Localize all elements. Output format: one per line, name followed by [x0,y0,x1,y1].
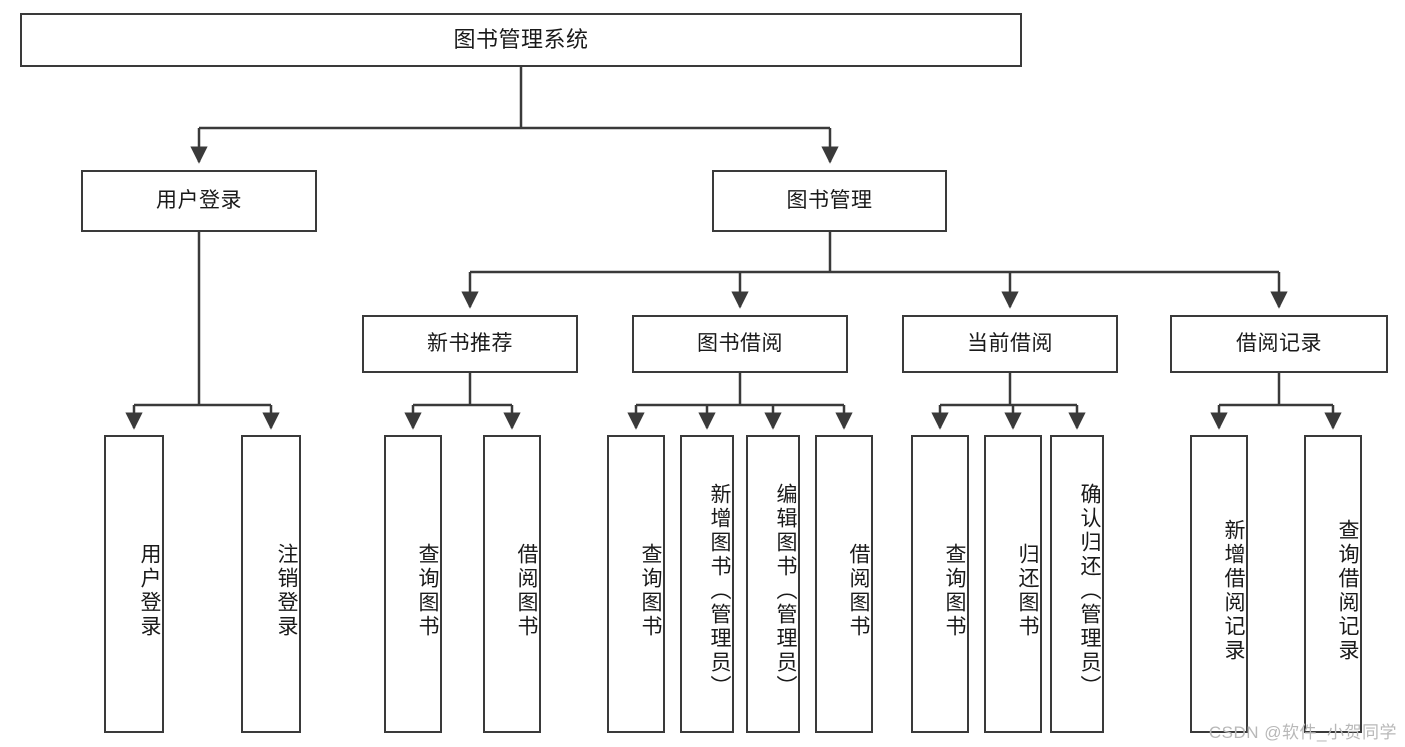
node-book-borrow-label: 图书借阅 [697,331,783,355]
leaf-add-borrow-record[interactable]: 新增借阅记录 [1190,435,1248,733]
csdn-watermark: CSDN @软件_小贺同学 [1208,723,1397,742]
leaf-query-book-current[interactable]: 查询图书 [911,435,969,733]
leaf-add-borrow-record-label: 新增借阅记录 [1222,519,1245,663]
leaf-edit-book-admin-label: 编辑图书（管理员） [774,483,797,699]
node-new-book-recommend-label: 新书推荐 [427,331,513,355]
node-borrow-record[interactable]: 借阅记录 [1170,315,1388,373]
node-book-borrow[interactable]: 图书借阅 [632,315,848,373]
leaf-add-book-admin-label: 新增图书（管理员） [708,483,731,699]
node-book-management-label: 图书管理 [786,188,873,212]
node-new-book-recommend[interactable]: 新书推荐 [362,315,578,373]
leaf-return-book-label: 归还图书 [1016,543,1039,639]
leaf-return-book[interactable]: 归还图书 [984,435,1042,733]
node-borrow-record-label: 借阅记录 [1236,331,1322,355]
node-book-management[interactable]: 图书管理 [712,170,947,232]
leaf-borrow-book-borrow[interactable]: 借阅图书 [815,435,873,733]
leaf-query-book-borrow[interactable]: 查询图书 [607,435,665,733]
leaf-add-book-admin[interactable]: 新增图书（管理员） [680,435,734,733]
node-root-label: 图书管理系统 [453,27,589,53]
leaf-query-book-current-label: 查询图书 [943,543,966,639]
node-root[interactable]: 图书管理系统 [20,13,1022,67]
leaf-user-logout[interactable]: 注销登录 [241,435,301,733]
node-user-login[interactable]: 用户登录 [81,170,317,232]
node-current-borrow-label: 当前借阅 [967,331,1053,355]
leaf-query-borrow-record-label: 查询借阅记录 [1336,519,1359,663]
leaf-query-book-newbook[interactable]: 查询图书 [384,435,442,733]
leaf-borrow-book-borrow-label: 借阅图书 [847,543,870,639]
leaf-user-login-label: 用户登录 [138,543,161,639]
leaf-user-logout-label: 注销登录 [275,543,298,639]
leaf-edit-book-admin[interactable]: 编辑图书（管理员） [746,435,800,733]
leaf-confirm-return-admin[interactable]: 确认归还（管理员） [1050,435,1104,733]
leaf-query-borrow-record[interactable]: 查询借阅记录 [1304,435,1362,733]
node-user-login-label: 用户登录 [156,188,242,212]
leaf-query-book-borrow-label: 查询图书 [639,543,662,639]
leaf-user-login[interactable]: 用户登录 [104,435,164,733]
leaf-borrow-book-newbook[interactable]: 借阅图书 [483,435,541,733]
leaf-query-book-newbook-label: 查询图书 [416,543,439,639]
leaf-confirm-return-admin-label: 确认归还（管理员） [1078,483,1101,699]
node-current-borrow[interactable]: 当前借阅 [902,315,1118,373]
leaf-borrow-book-newbook-label: 借阅图书 [515,543,538,639]
